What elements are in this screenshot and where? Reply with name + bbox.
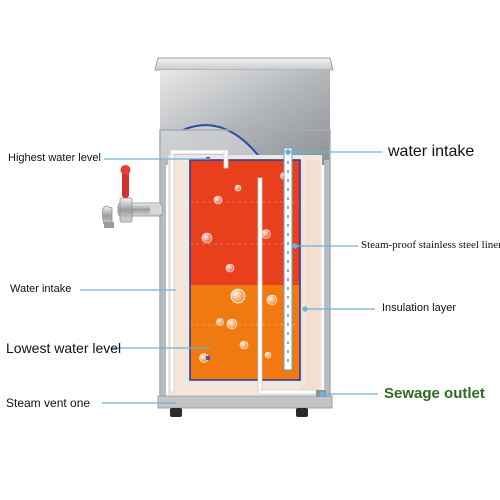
internal-pipes <box>169 147 321 395</box>
bubbles <box>199 172 288 363</box>
label-highest-water-level: Highest water level <box>8 152 101 164</box>
label-steam-proof-liner: Steam-proof stainless steel liner <box>361 239 500 251</box>
label-insulation-layer: Insulation layer <box>382 302 456 314</box>
boiler-lid <box>154 57 334 165</box>
label-steam-vent-one: Steam vent one <box>6 396 91 410</box>
water-tank <box>185 155 305 385</box>
leader-lines <box>80 149 382 404</box>
label-water-intake-top: water intake <box>388 143 475 160</box>
faucet <box>102 165 163 228</box>
label-sewage-outlet: Sewage outlet <box>384 385 485 402</box>
label-lowest-water-level: Lowest water level <box>6 340 122 356</box>
label-water-intake-left: Water intake <box>10 283 72 295</box>
